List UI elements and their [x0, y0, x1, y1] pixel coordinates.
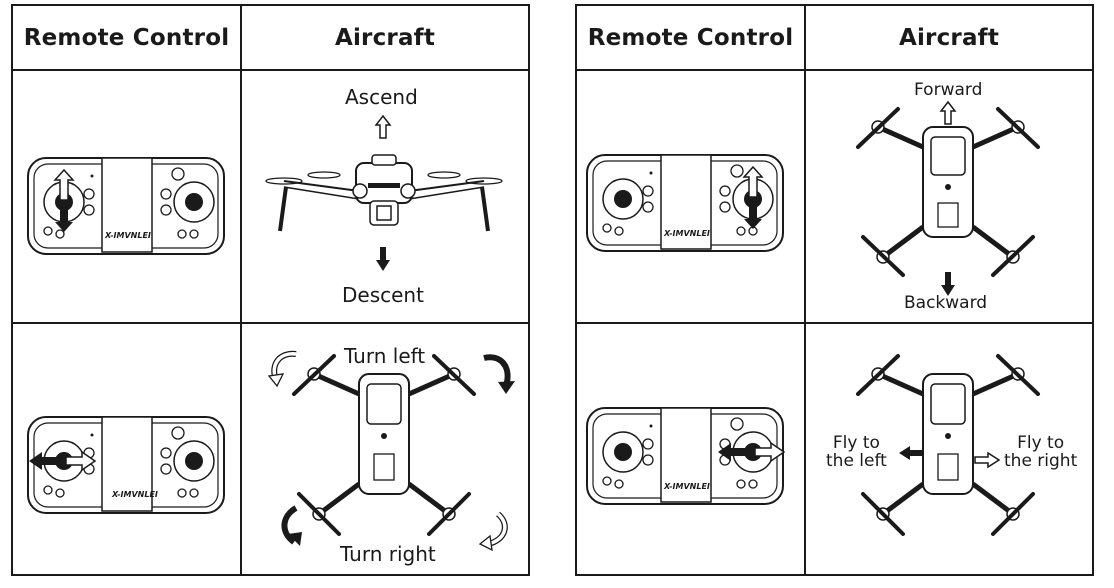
- left-row1-remote: X-IMVNLEI: [13, 71, 240, 322]
- ascend-label: Ascend: [345, 85, 418, 109]
- fly-left-label-line2: the left: [826, 451, 887, 471]
- remote-brand-label: X-IMVNLEI: [105, 231, 151, 240]
- remote-controller-illustration: [586, 407, 786, 505]
- down-solid-arrow-icon: [941, 272, 955, 296]
- left-row2-remote: X-IMVNLEI: [13, 324, 240, 574]
- fly-right-label-line2: the right: [1004, 451, 1078, 471]
- right-outline-arrow-icon: [974, 451, 1001, 469]
- rotate-counterclockwise-outline-icon: [267, 350, 297, 388]
- left-solid-arrow-icon: [899, 446, 923, 460]
- left-header-aircraft: Aircraft: [334, 24, 436, 51]
- left-table-divider-row: [13, 322, 528, 324]
- down-solid-arrow-icon: [376, 247, 390, 271]
- drone-front-view-illustration: [265, 154, 503, 232]
- right-instruction-table: Remote Control Aircraft X-IMVNLEI: [575, 4, 1094, 576]
- up-outline-arrow-icon: [939, 100, 957, 125]
- forward-label: Forward: [914, 80, 983, 100]
- fly-left-label: Fly to the left: [826, 434, 887, 470]
- remote-brand-label: X-IMVNLEI: [664, 482, 710, 491]
- right-row1-remote: X-IMVNLEI: [577, 71, 804, 322]
- right-row2-remote: X-IMVNLEI: [577, 324, 804, 574]
- right-table-divider-row: [577, 322, 1092, 324]
- left-table-divider-header: [13, 69, 528, 71]
- right-table-divider-vertical: [804, 6, 806, 574]
- up-outline-arrow-icon: [374, 114, 392, 139]
- right-row1-aircraft: Forward Backward: [806, 71, 1092, 322]
- descent-label: Descent: [342, 283, 424, 307]
- fly-right-label-line1: Fly to: [1017, 433, 1065, 453]
- left-row1-aircraft: Ascend Descent: [242, 71, 528, 322]
- rotate-counterclockwise-solid-icon: [281, 505, 302, 546]
- drone-top-view-illustration: [856, 354, 1040, 536]
- left-header-remote-control: Remote Control: [23, 24, 230, 51]
- remote-controller-illustration: [27, 416, 225, 514]
- fly-left-label-line1: Fly to: [832, 433, 880, 453]
- drone-top-view-illustration: [856, 107, 1040, 277]
- left-row2-aircraft: Turn left Turn right: [242, 324, 528, 574]
- backward-label: Backward: [904, 293, 988, 313]
- remote-controller-illustration: [586, 154, 784, 252]
- right-header-remote-control: Remote Control: [587, 24, 794, 51]
- remote-brand-label: X-IMVNLEI: [112, 490, 158, 499]
- right-header-aircraft: Aircraft: [898, 24, 1000, 51]
- left-instruction-table: Remote Control Aircraft X-IMVNLEI: [11, 4, 530, 576]
- drone-top-view-illustration: [292, 354, 476, 536]
- left-table-divider-vertical: [240, 6, 242, 574]
- right-row2-aircraft: Fly to the left Fly to the right: [806, 324, 1092, 574]
- rotate-clockwise-solid-icon: [483, 354, 515, 394]
- remote-brand-label: X-IMVNLEI: [664, 229, 710, 238]
- rotate-clockwise-outline-icon: [478, 511, 508, 552]
- right-table-divider-header: [577, 69, 1092, 71]
- turn-left-label: Turn left: [344, 344, 426, 368]
- turn-right-label: Turn right: [340, 542, 436, 566]
- remote-controller-illustration: [27, 157, 225, 255]
- fly-right-label: Fly to the right: [1004, 434, 1077, 470]
